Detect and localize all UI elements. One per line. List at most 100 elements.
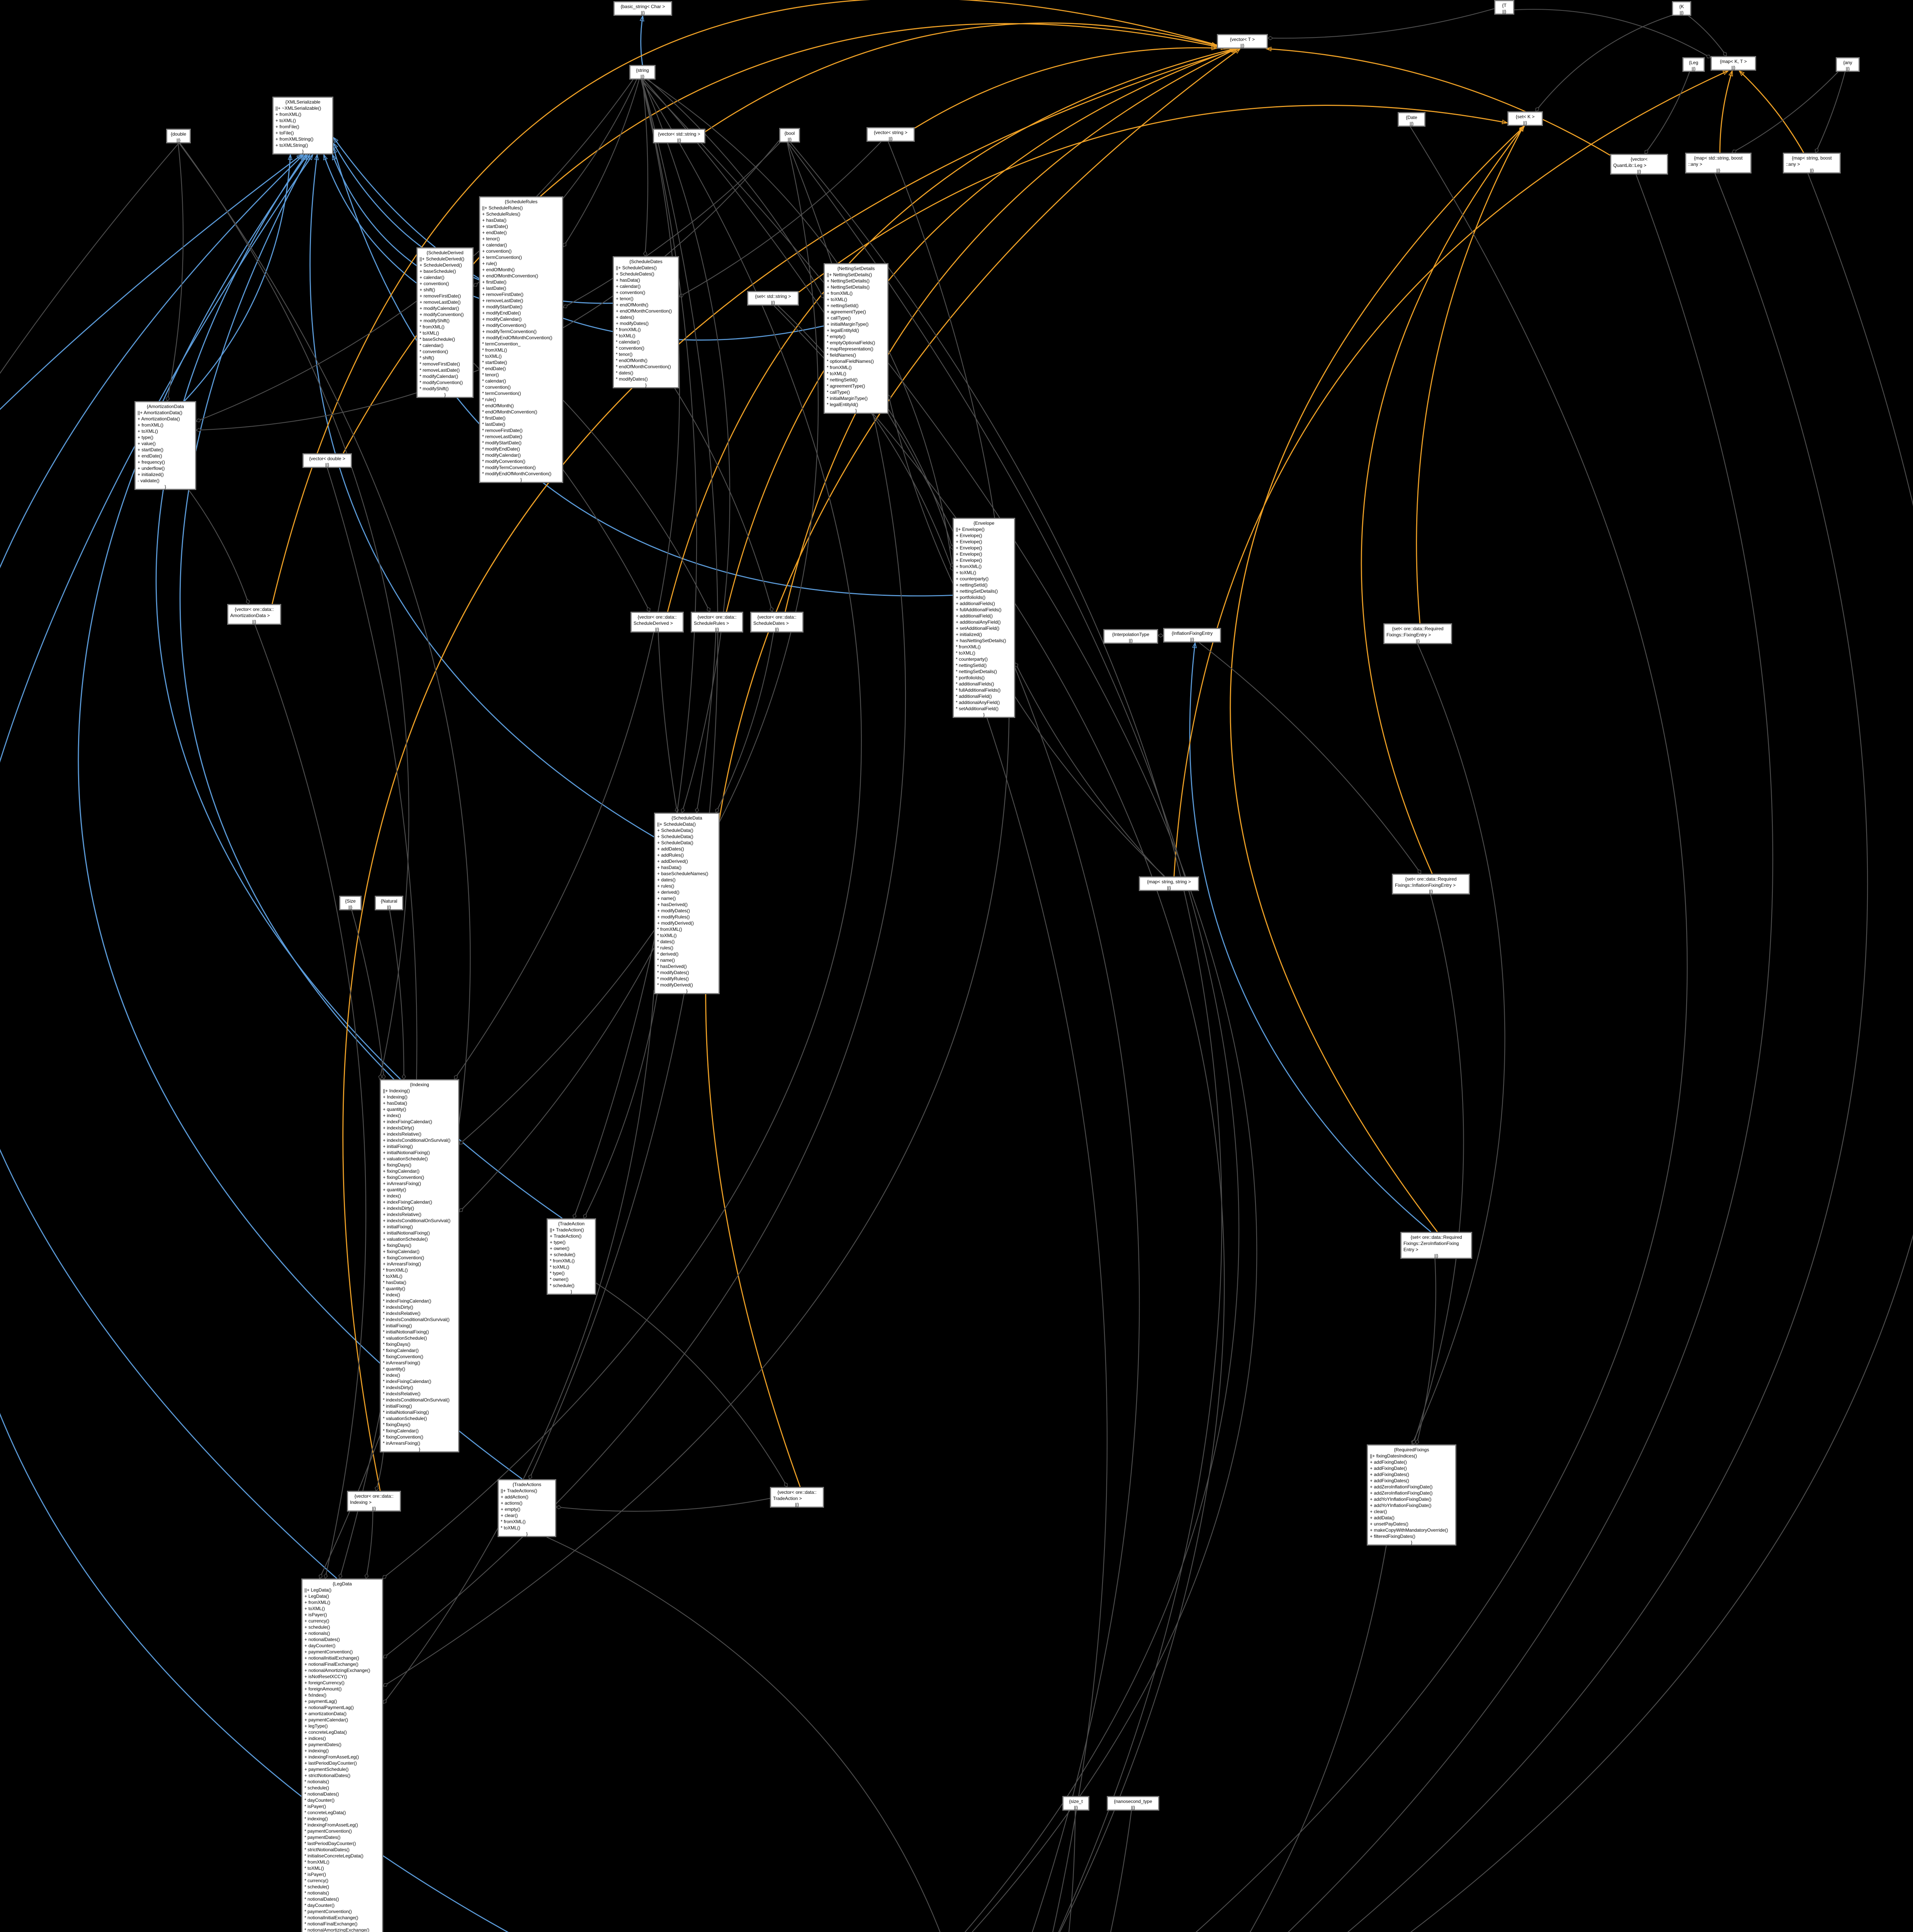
class-member: * fixingDays() bbox=[383, 1342, 411, 1347]
class-node-ScheduleData[interactable]: {ScheduleData||+ ScheduleData()+ Schedul… bbox=[654, 813, 720, 994]
class-node-ScheduleDerived[interactable]: {ScheduleDerived||+ ScheduleDerived()+ S… bbox=[416, 247, 474, 398]
class-node-map_string_string[interactable]: {map< string, string >||} bbox=[1139, 876, 1199, 891]
edge-vector_string-to-ScheduleDates bbox=[678, 141, 882, 298]
class-node-Size[interactable]: {Size||} bbox=[339, 896, 362, 910]
edge-vector_QuantLib_Leg-to-vector_T bbox=[1266, 49, 1611, 156]
class-member: + NettingSetDetails() bbox=[827, 278, 870, 284]
edge-size_t-to-Trade bbox=[1068, 1810, 1076, 1932]
class-node-double[interactable]: {double||} bbox=[166, 129, 191, 143]
class-member: } bbox=[520, 477, 522, 483]
class-node-Natural[interactable]: {Natural||} bbox=[375, 896, 403, 910]
class-member: + ScheduleDates() bbox=[616, 271, 654, 277]
class-node-ScheduleRules[interactable]: {ScheduleRules||+ ScheduleRules()+ Sched… bbox=[479, 196, 563, 483]
class-member: * tenor() bbox=[482, 372, 499, 378]
class-member: ||} bbox=[372, 1506, 376, 1511]
class-title: {InflationFixingEntry bbox=[1171, 631, 1213, 636]
class-node-vector_TradeAction[interactable]: {vector< ore::data::TradeAction >||} bbox=[770, 1487, 824, 1508]
class-node-nanosecond_type[interactable]: {nanosecond_type||} bbox=[1107, 1796, 1159, 1811]
class-member: * modifyEndDate() bbox=[482, 446, 520, 452]
edge-vector_ScheduleDates-to-ScheduleData bbox=[715, 632, 774, 813]
class-member: * indexIsDirty() bbox=[383, 1385, 413, 1390]
class-member: * removeFirstDate() bbox=[420, 361, 460, 367]
edge-string-to-LegData bbox=[382, 79, 862, 1579]
class-member: ||} bbox=[1502, 9, 1507, 14]
class-member: ||} bbox=[1679, 10, 1684, 15]
class-member: * toXML() bbox=[501, 1525, 520, 1531]
class-member: * fromXML() bbox=[383, 1267, 408, 1273]
class-member: + notionalFinalExchange() bbox=[304, 1662, 358, 1667]
class-member: + clear() bbox=[1370, 1509, 1387, 1514]
class-node-TradeActions[interactable]: {TradeActions||+ TradeActions()+ addActi… bbox=[498, 1479, 556, 1537]
class-node-XMLSerializable[interactable]: {XMLSerializable||+ ~XMLSerializable()+ … bbox=[272, 97, 333, 155]
class-node-vector_AmortizationData[interactable]: {vector< ore::data::AmortizationData >||… bbox=[227, 604, 281, 625]
class-node-Envelope[interactable]: {Envelope||+ Envelope()+ Envelope()+ Env… bbox=[953, 518, 1015, 718]
class-node-T[interactable]: {T||} bbox=[1494, 0, 1514, 15]
class-member: * notionalDates() bbox=[304, 1791, 339, 1797]
class-node-LegData[interactable]: {LegData||+ LegData()+ LegData()+ fromXM… bbox=[301, 1578, 383, 1932]
class-node-vector_double[interactable]: {vector< double >||} bbox=[302, 453, 352, 468]
class-node-Indexing[interactable]: {Indexing||+ Indexing()+ Indexing()+ has… bbox=[380, 1079, 459, 1452]
class-member: + shift() bbox=[420, 287, 435, 293]
class-member: * lastPeriodDayCounter() bbox=[304, 1841, 356, 1846]
class-node-set_std_string[interactable]: {set< std::string >||} bbox=[747, 291, 799, 306]
class-member: * indexIsConditionalOnSurvival() bbox=[383, 1317, 450, 1322]
class-node-map_K_T[interactable]: {map< K, T >||} bbox=[1711, 56, 1756, 71]
class-member: * toXML() bbox=[827, 371, 846, 376]
class-node-vector_ScheduleRules[interactable]: {vector< ore::data::ScheduleRules >||} bbox=[691, 612, 743, 633]
class-member: * currency() bbox=[304, 1878, 329, 1883]
edge-vector_string-to-LegData bbox=[382, 141, 1010, 1687]
class-node-vector_string[interactable]: {vector< string >||} bbox=[866, 127, 915, 142]
class-member: + LegData() bbox=[304, 1594, 329, 1599]
class-member: + AmortizationData() bbox=[138, 416, 180, 422]
class-node-RequiredFixings[interactable]: {RequiredFixings||+ fixingDatesIndices()… bbox=[1367, 1444, 1456, 1546]
class-title: {vector< ore::data:: bbox=[234, 607, 274, 612]
class-node-vector_QuantLib_Leg[interactable]: {vector<QuantLib::Leg >||} bbox=[1610, 154, 1668, 175]
edge-string-to-Indexing bbox=[454, 79, 680, 1080]
class-member: + toXML() bbox=[275, 118, 296, 123]
class-node-vector_T[interactable]: {vector< T >||} bbox=[1217, 34, 1268, 49]
class-node-string[interactable]: {string||} bbox=[629, 65, 656, 80]
class-node-ScheduleDates[interactable]: {ScheduleDates||+ ScheduleDates()+ Sched… bbox=[613, 256, 679, 388]
class-node-vector_ScheduleDerived[interactable]: {vector< ore::data::ScheduleDerived >||} bbox=[630, 612, 684, 633]
class-member: AmortizationData > bbox=[230, 613, 270, 618]
class-node-vector_std_string[interactable]: {vector< std::string >||} bbox=[653, 129, 705, 143]
class-member: + nettingSetId() bbox=[956, 582, 988, 588]
class-node-TradeAction[interactable]: {TradeAction||+ TradeAction()+ TradeActi… bbox=[547, 1218, 596, 1295]
class-member: + tenor() bbox=[616, 296, 634, 301]
class-node-any[interactable]: {any||} bbox=[1836, 57, 1860, 72]
class-member: + setAdditionalField() bbox=[956, 626, 1000, 631]
class-node-set_K[interactable]: {set< K >||} bbox=[1507, 111, 1543, 126]
class-member: + counterparty() bbox=[956, 576, 989, 582]
edge-ScheduleDerived-to-XMLSerializable bbox=[323, 155, 417, 284]
class-node-vector_Indexing[interactable]: {vector< ore::data::Indexing >||} bbox=[347, 1491, 401, 1512]
class-node-basic_string_char[interactable]: {basic_string< Char >||} bbox=[613, 1, 672, 16]
class-member: + dates() bbox=[657, 877, 676, 883]
class-member: + modifyDerived() bbox=[657, 920, 694, 926]
class-node-NettingSetDetails[interactable]: {NettingSetDetails||+ NettingSetDetails(… bbox=[824, 263, 889, 414]
class-node-map_stdstring_any[interactable]: {map< std::string, boost::any >||} bbox=[1685, 153, 1752, 173]
class-member: * convention() bbox=[616, 345, 645, 351]
edge-vector_TradeAction-to-vector_T bbox=[705, 49, 1240, 1487]
class-member: ||} bbox=[1809, 168, 1814, 173]
class-node-vector_ScheduleDates[interactable]: {vector< ore::data::ScheduleDates >||} bbox=[750, 612, 804, 633]
class-member: + hasData() bbox=[383, 1100, 408, 1106]
class-member: + fixingConvention() bbox=[383, 1255, 425, 1260]
class-member: + endOfMonthConvention() bbox=[482, 273, 539, 279]
class-member: + addFixingDate() bbox=[1370, 1459, 1407, 1465]
class-node-size_t[interactable]: {size_t||} bbox=[1062, 1796, 1089, 1811]
class-node-bool[interactable]: {bool||} bbox=[779, 128, 800, 143]
class-member: + calendar() bbox=[482, 242, 507, 248]
class-member: * toXML() bbox=[550, 1264, 569, 1270]
class-node-InflationFixingEntry[interactable]: {InflationFixingEntry||} bbox=[1163, 628, 1221, 643]
class-node-Date[interactable]: {Date||} bbox=[1398, 112, 1425, 127]
class-node-map_string_any[interactable]: {map< string, boost::any >||} bbox=[1783, 153, 1841, 173]
class-node-InterpolationType[interactable]: {InterpolationType||} bbox=[1103, 629, 1158, 644]
class-node-Leg[interactable]: {Leg||} bbox=[1682, 57, 1705, 72]
class-node-K[interactable]: {K||} bbox=[1672, 1, 1691, 16]
class-member: ||+ TradeActions() bbox=[501, 1488, 537, 1493]
class-node-AmortizationData[interactable]: {AmortizationData||+ AmortizationData()+… bbox=[134, 401, 196, 490]
class-member: + fromFile() bbox=[275, 124, 299, 129]
